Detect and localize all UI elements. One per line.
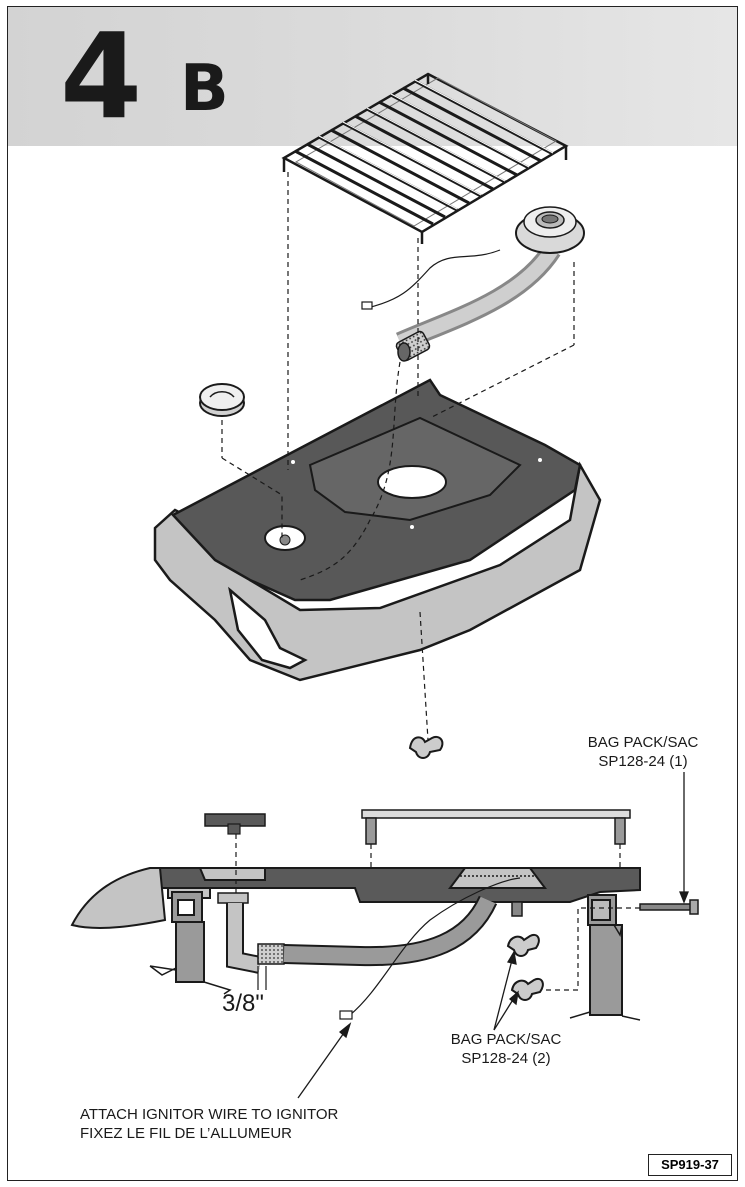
- step-header: 4 B: [8, 7, 737, 146]
- bag-pack-1-line2: SP128-24 (1): [598, 753, 688, 770]
- ignitor-instruction-en: ATTACH IGNITOR WIRE TO IGNITOR: [80, 1106, 339, 1123]
- wing-nut-upper: [408, 736, 444, 759]
- step-number: 4: [60, 7, 142, 145]
- bag-pack-1-label: BAG PACK/SAC SP128-24 (1): [578, 733, 708, 771]
- cart-frame-right: [569, 894, 641, 1021]
- bag-pack-2-label: BAG PACK/SAC SP128-24 (2): [438, 1030, 574, 1068]
- valve-hose-side: [217, 877, 521, 1020]
- bag-pack-2-line1: BAG PACK/SAC: [450, 1031, 562, 1048]
- side-shelf-body: [153, 378, 602, 682]
- burner-assembly: [361, 206, 585, 362]
- burner-cap-stem: [227, 823, 241, 835]
- bolt: [639, 899, 699, 915]
- part-code: SP919-37: [648, 1154, 732, 1176]
- cart-frame-left: [70, 867, 232, 995]
- alignment-guides-lower: [235, 834, 640, 991]
- alignment-guides-upper: [221, 172, 575, 741]
- wing-nuts-lower: [506, 901, 544, 1001]
- ignitor-instruction-fr: FIXEZ LE FIL DE L’ALLUMEUR: [80, 1125, 293, 1142]
- dimension-label: 3/8": [222, 990, 264, 1017]
- ignitor-instruction: ATTACH IGNITOR WIRE TO IGNITOR FIXEZ LE …: [80, 1105, 338, 1143]
- step-letter: B: [180, 52, 229, 126]
- cooking-grate: [281, 72, 569, 244]
- leader-lines: [297, 772, 689, 1099]
- burner-cap: [199, 383, 245, 417]
- diagram-frame: 4 B: [7, 6, 738, 1181]
- bag-pack-1-line1: BAG PACK/SAC: [587, 734, 699, 751]
- bag-pack-2-line2: SP128-24 (2): [461, 1050, 551, 1067]
- grate-side-view: [361, 809, 631, 845]
- dimension-marks: [257, 966, 267, 990]
- shelf-tray-side-view: [159, 867, 641, 903]
